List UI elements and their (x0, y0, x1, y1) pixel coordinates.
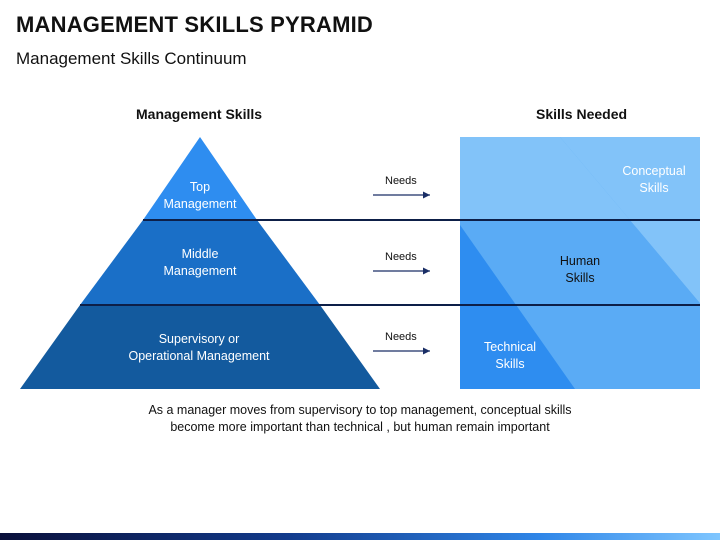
management-skills-header: Management Skills (136, 106, 263, 122)
needs-label-top: Needs (385, 175, 417, 187)
needs-label-middle: Needs (385, 251, 417, 263)
pyramid-middle-tier (80, 220, 320, 305)
caption-text: As a manager moves from supervisory to t… (148, 403, 572, 434)
page-title: MANAGEMENT SKILLS PYRAMID (16, 12, 373, 37)
skills-needed-header: Skills Needed (536, 106, 628, 122)
pyramid-bottom-tier (20, 305, 380, 389)
page-subtitle: Management Skills Continuum (16, 49, 247, 68)
pyramid-top-tier (143, 137, 257, 220)
bottom-accent-bar (0, 533, 720, 540)
needs-label-bottom: Needs (385, 331, 417, 343)
technical-skills-region (460, 225, 575, 389)
